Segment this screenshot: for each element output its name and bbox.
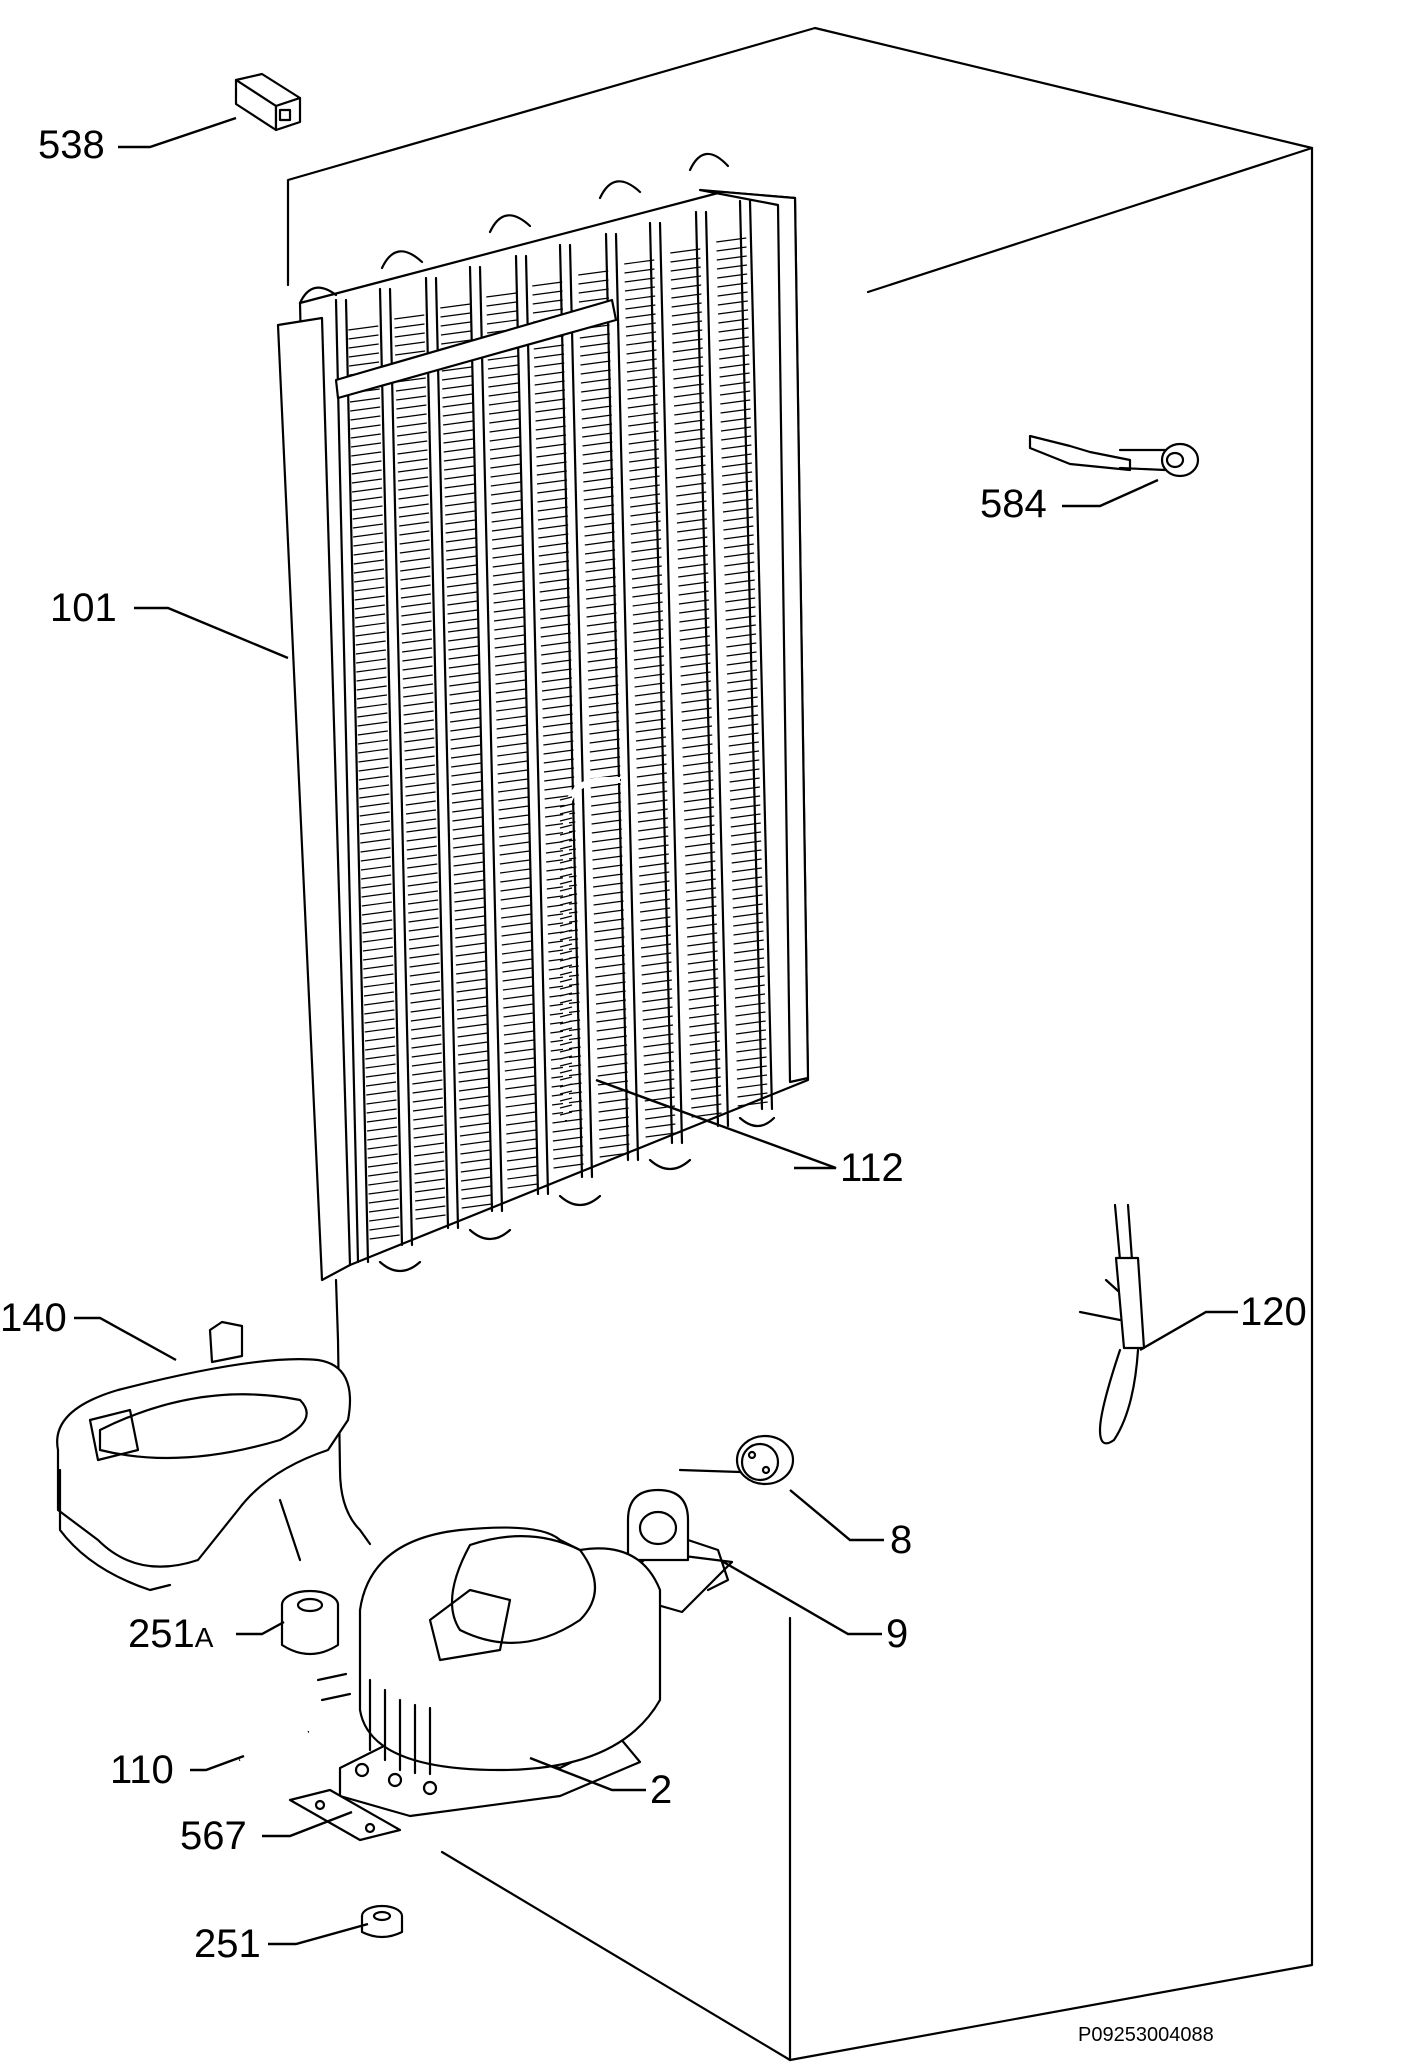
label-120: 120	[1240, 1290, 1307, 1334]
part-110-pin	[238, 1730, 310, 1762]
part-538-clip	[234, 72, 302, 132]
label-538: 538	[38, 123, 105, 167]
leader-251a	[236, 1620, 285, 1636]
label-251: 251	[194, 1922, 261, 1966]
part-120-wiring	[1078, 1203, 1146, 1445]
label-110: 110	[110, 1748, 174, 1792]
label-112: 112	[840, 1146, 904, 1190]
part-8-relay	[678, 1434, 795, 1486]
part-2-compressor	[316, 1526, 662, 1818]
label-251a: 251A	[128, 1614, 213, 1654]
leader-110	[190, 1754, 245, 1772]
leader-8	[789, 1489, 884, 1542]
leader-140	[74, 1316, 177, 1362]
coiled-tube	[559, 777, 622, 1122]
label-251a-number: 251	[128, 1612, 195, 1656]
drawing-code: P09253004088	[1078, 2024, 1214, 2046]
leader-584	[1062, 478, 1159, 508]
leader-101	[134, 606, 289, 660]
part-251a-grommet	[280, 1589, 340, 1656]
leader-2	[529, 1756, 646, 1792]
cabinet-outline	[286, 26, 1314, 2062]
part-584-sensor	[1028, 434, 1200, 478]
label-9: 9	[886, 1612, 909, 1656]
capillary-tube	[334, 1278, 372, 1546]
part-140-drip-tray	[56, 1320, 352, 1592]
leader-lines	[74, 116, 1238, 1946]
label-140: 140	[0, 1296, 67, 1340]
leader-120	[1139, 1310, 1238, 1352]
label-8: 8	[890, 1518, 913, 1562]
leader-251	[268, 1922, 369, 1946]
label-567: 567	[180, 1814, 247, 1858]
part-251-grommet	[360, 1904, 404, 1939]
leader-567	[262, 1810, 353, 1838]
leader-9	[719, 1558, 882, 1636]
leader-112	[595, 1078, 837, 1170]
leader-538	[118, 116, 237, 149]
condenser	[276, 152, 810, 1282]
label-101: 101	[50, 586, 117, 630]
label-251a-suffix: A	[194, 1622, 214, 1653]
label-2: 2	[650, 1768, 673, 1812]
label-584: 584	[980, 482, 1047, 526]
